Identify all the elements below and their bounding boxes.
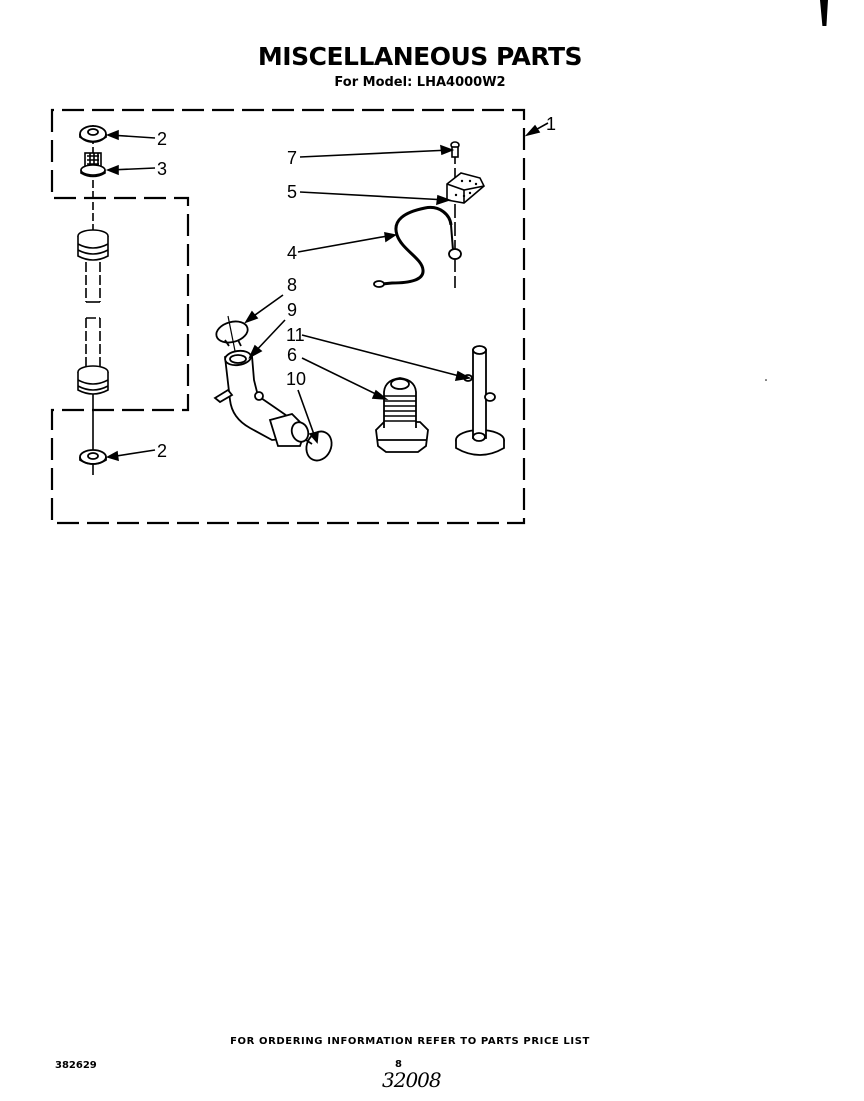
callout-2-bottom: 2 xyxy=(157,441,167,461)
callout-3: 3 xyxy=(157,159,167,179)
callout-7: 7 xyxy=(287,148,297,168)
hose-clamp-top-icon xyxy=(215,315,249,357)
speck xyxy=(765,379,767,381)
leveling-leg-icon xyxy=(375,377,429,453)
page-title: MISCELLANEOUS PARTS xyxy=(257,42,583,71)
inlet-hose-icon xyxy=(77,229,109,395)
drain-hose-elbow-icon xyxy=(213,349,310,447)
ordering-note: FOR ORDERING INFORMATION REFER TO PARTS … xyxy=(230,1036,590,1047)
callout-numbers: 2 3 2 7 5 4 8 9 11 6 10 1 xyxy=(157,114,556,461)
callout-2-top: 2 xyxy=(157,129,167,149)
ground-wire-icon xyxy=(373,205,462,288)
callout-4: 4 xyxy=(287,243,297,263)
leveling-leg-pin-icon xyxy=(455,345,505,456)
clip-bracket-icon xyxy=(446,172,485,204)
callout-8: 8 xyxy=(287,275,297,295)
scan-edge-mark xyxy=(820,0,828,26)
callout-9: 9 xyxy=(287,300,297,320)
screw-icon xyxy=(450,141,460,158)
callout-10: 10 xyxy=(286,369,306,389)
callout-6: 6 xyxy=(287,345,297,365)
inlet-screen-icon xyxy=(80,152,106,178)
kit-boundary-dashed-outline xyxy=(50,108,526,525)
washer-bottom-icon xyxy=(79,449,107,465)
callout-1: 1 xyxy=(546,114,556,134)
callout-leader-lines xyxy=(105,122,549,462)
model-subtitle: For Model: LHA4000W2 xyxy=(334,75,506,90)
callout-11: 11 xyxy=(286,325,305,345)
page-number: 8 xyxy=(395,1059,402,1070)
washer-top-icon xyxy=(79,125,107,143)
hose-clamp-bottom-icon xyxy=(305,430,333,462)
document-number: 382629 xyxy=(55,1060,97,1071)
handwritten-note: 32008 xyxy=(382,1068,442,1092)
callout-5: 5 xyxy=(287,182,297,202)
